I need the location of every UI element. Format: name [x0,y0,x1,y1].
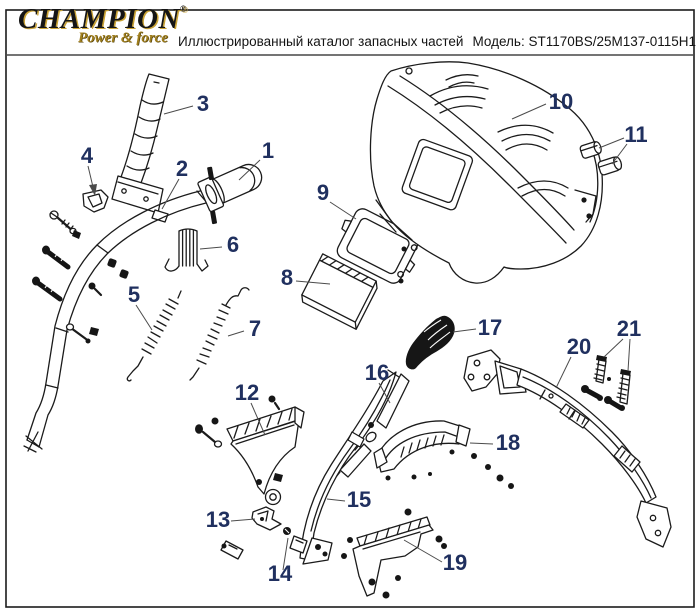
part-2-label: 2 [176,156,188,181]
model-number: Модель: ST1170BS/25M137-0115H1 [472,34,697,49]
part-1-label: 1 [262,138,274,163]
part-11-drawing [579,141,623,176]
part-7-label: 7 [249,316,261,341]
fasteners-left-cluster [32,210,129,344]
part-17-label: 17 [478,315,502,340]
brand-logo: CHAMPION® Power & force [18,3,188,46]
part-6-label: 6 [227,232,239,257]
catalog-title: Иллюстрированный каталог запасных частей [178,34,464,49]
part-5-drawing [126,290,182,382]
part-13-drawing [220,506,282,560]
page-border [5,9,695,608]
part-10-drawing [369,61,603,284]
part-18-drawing [373,420,514,489]
brand-name: CHAMPION® [18,3,188,35]
part-19-label: 19 [443,550,467,575]
part-16-label: 16 [365,360,389,385]
part-17-drawing [405,315,455,370]
part-12-label: 12 [235,380,259,405]
brand-tagline: Power & force [78,30,168,46]
part-labels: 1 2 3 4 5 6 7 8 9 10 11 12 13 14 15 16 1… [81,89,648,586]
part-5-label: 5 [128,282,140,307]
part-2-drawing [23,190,209,453]
part-12-drawing [195,395,305,506]
part-4-label: 4 [81,143,94,168]
part-21-drawing [581,355,631,411]
part-11-label: 11 [624,122,647,147]
part-14-label: 14 [268,561,293,586]
registered-mark: ® [179,4,188,14]
part-3-drawing [111,73,170,223]
part-19-drawing [341,508,447,599]
part-9-label: 9 [317,180,329,205]
part-15-drawing [299,369,400,565]
part-1-drawing [197,163,263,225]
part-15-label: 15 [347,487,371,512]
part-10-label: 10 [549,89,573,114]
part-4-drawing [82,189,109,213]
part-8-drawing [301,253,378,330]
part-14-drawing [283,527,328,557]
part-6-drawing [164,228,209,272]
part-20-label: 20 [567,334,591,359]
part-3-label: 3 [197,91,209,116]
page-title: Иллюстрированный каталог запасных частей… [178,34,696,49]
part-18-label: 18 [496,430,520,455]
part-8-label: 8 [281,265,293,290]
part-21-label: 21 [617,316,641,341]
part-13-label: 13 [206,507,230,532]
leader-lines [87,103,631,571]
part-20-drawing [463,349,672,548]
arrow-head-4 [89,184,97,196]
part-7-drawing [189,287,250,381]
